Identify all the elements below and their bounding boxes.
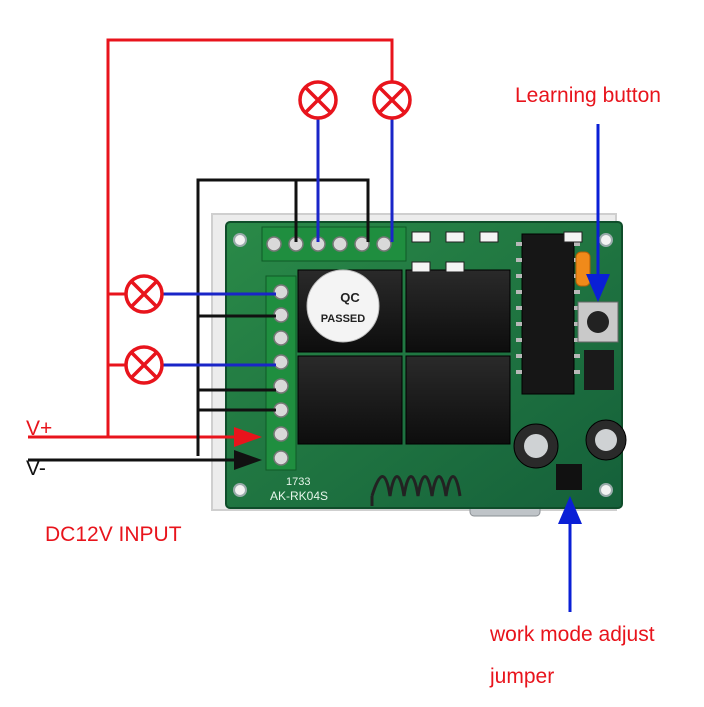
- antenna-coil: [370, 475, 462, 506]
- v-minus-arrow-icon: [234, 450, 262, 470]
- learning-button-label: Learning button: [515, 84, 661, 107]
- load-wires: [162, 116, 394, 367]
- work-mode-label-line1: work mode adjust: [490, 623, 655, 646]
- learning-button-switch: [577, 301, 619, 343]
- lamp-left-lower: [124, 345, 164, 385]
- positive-wires: [28, 38, 394, 439]
- smd-components: [411, 231, 583, 273]
- left-terminal-block: [265, 275, 297, 471]
- v-minus-label: V-: [26, 457, 46, 480]
- lamp-top-left: [298, 80, 338, 120]
- ic-chip: [516, 233, 580, 395]
- mounting-holes: [233, 233, 613, 497]
- lamp-left-upper: [124, 274, 164, 314]
- orange-capacitor: [575, 251, 591, 287]
- top-terminal-block: [261, 226, 407, 262]
- lamp-cross-icon: [124, 80, 412, 385]
- qc-sticker: QC PASSED: [306, 269, 380, 343]
- dc-input-label: DC12V INPUT: [45, 523, 182, 546]
- relay-3: [297, 355, 403, 445]
- relay-2: [405, 269, 511, 353]
- v-plus-arrow-icon: [234, 427, 262, 447]
- work-mode-label-line2: jumper: [490, 665, 555, 688]
- lamp-top-right: [372, 80, 412, 120]
- jumper-arrow-icon: [558, 496, 582, 612]
- passed-mark: PASSED: [321, 313, 365, 325]
- small-chip: [584, 350, 614, 390]
- work-mode-jumper: [556, 464, 582, 490]
- qc-mark: QC: [340, 290, 360, 305]
- electrolytic-capacitors: [513, 419, 627, 469]
- v-plus-label: V+: [26, 417, 53, 440]
- negative-wires: [28, 178, 370, 462]
- relay-4: [405, 355, 511, 445]
- learning-button-arrow-icon: [586, 124, 610, 302]
- board-code: 1733: [286, 476, 310, 488]
- board-model: AK-RK04S: [270, 489, 328, 503]
